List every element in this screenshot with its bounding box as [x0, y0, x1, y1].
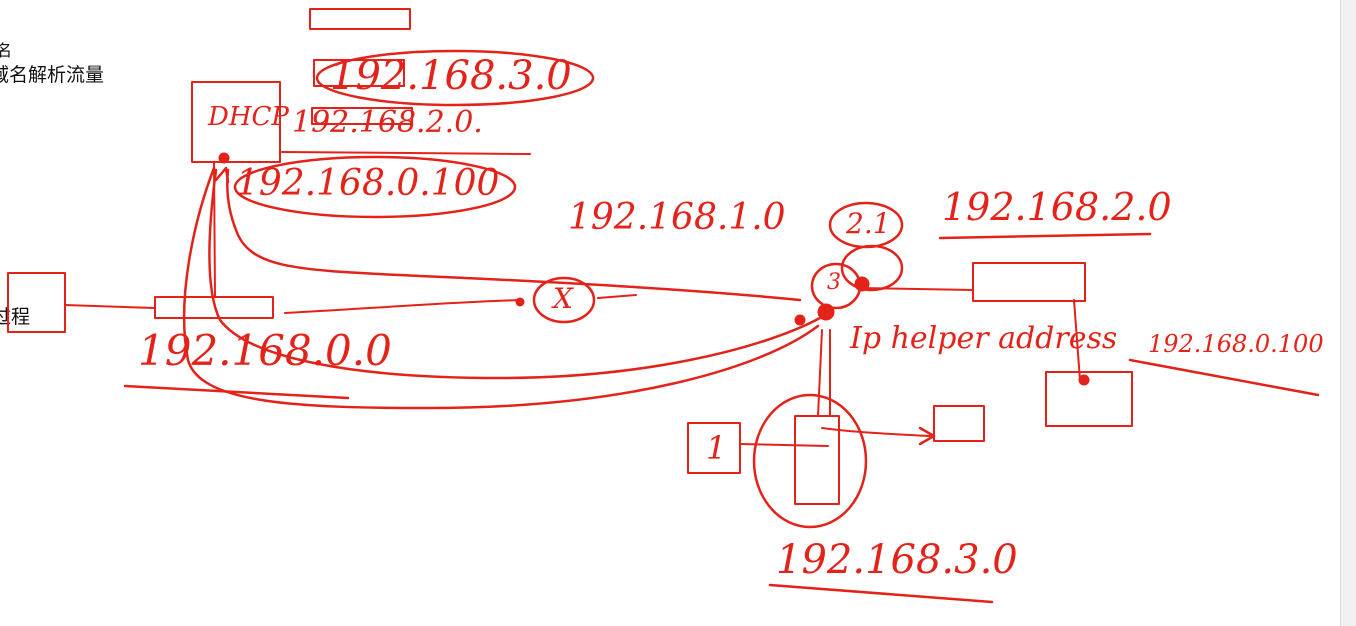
loop-router-to-dhcp-outer [182, 166, 820, 410]
box-left-client [7, 272, 66, 333]
dot-x-left [515, 297, 525, 307]
box-server-right [1045, 371, 1133, 427]
underline-3-0-bottom [768, 583, 994, 604]
line-x-to-router [597, 294, 637, 299]
label-net-2-top: 192.168.2.0. [292, 105, 483, 140]
text-fragment-dns-traffic: 域名解析流量 [0, 64, 105, 86]
line-client-to-switch [64, 304, 156, 309]
label-server-ip-right: 192.168.0.100 [1148, 330, 1324, 358]
line-pc-to-switch [739, 443, 829, 447]
label-net-3-top: 192.168.3.0 [330, 53, 572, 99]
line-router-to-right-box [859, 287, 974, 291]
label-net-0: 192.168.0.0 [138, 326, 392, 375]
dot-server-right [1078, 374, 1090, 386]
dot-router-2-1 [854, 276, 870, 292]
underline-2-0-top [281, 151, 531, 155]
dot-dhcp [218, 152, 230, 164]
label-net-3-bottom: 192.168.3.0 [776, 537, 1018, 583]
circle-pc-switch [752, 393, 868, 529]
underline-right-ip [1128, 358, 1320, 397]
box-top-3-0 [313, 59, 405, 87]
vertical-scrollbar[interactable] [1340, 0, 1356, 626]
label-2-1: 2.1 [846, 207, 891, 240]
circle-x [532, 276, 596, 324]
label-net-1: 192.168.1.0 [568, 197, 786, 238]
box-pc-1 [687, 422, 741, 474]
circle-server-ip [233, 155, 517, 219]
line-switch-to-host [821, 427, 931, 437]
label-server-ip-left: 192.168.0.100 [236, 163, 500, 204]
label-pc-1: 1 [706, 429, 727, 467]
dot-router-main [817, 303, 835, 321]
dot-router-left [794, 314, 806, 326]
label-ip-helper-address: Ip helper address [850, 321, 1118, 356]
box-dhcp-server [191, 81, 281, 163]
label-net-2-right: 192.168.2.0 [942, 185, 1172, 229]
label-dhcp: DHCP [208, 102, 289, 132]
circle-net-3-top [315, 49, 595, 107]
box-top-small [309, 8, 411, 30]
underline-0-0 [123, 384, 350, 400]
loop-router-to-dhcp-lower [208, 168, 822, 380]
box-router-right [972, 262, 1086, 302]
line-router-down [817, 329, 823, 417]
circle-router-small [840, 244, 904, 292]
box-top-2-0 [311, 107, 413, 125]
text-fragment-top: 名 [0, 41, 13, 60]
box-host-small [933, 405, 985, 442]
line-right-box-down [1073, 299, 1081, 381]
label-x: X [553, 282, 573, 315]
arrowhead-host [918, 426, 936, 446]
loop-router-to-dhcp-upper [226, 168, 802, 302]
label-3: 3 [827, 270, 841, 295]
underline-2-0-right [938, 232, 1152, 240]
arrowhead-dhcp [214, 166, 230, 184]
line-switch-to-x [284, 299, 523, 314]
